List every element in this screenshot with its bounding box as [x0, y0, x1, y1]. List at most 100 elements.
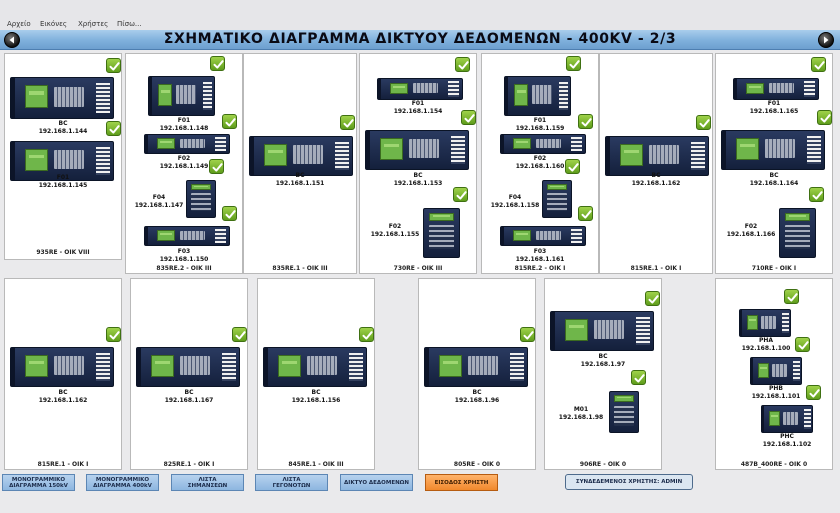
relay-f02-166[interactable]: [779, 208, 816, 258]
relay-bc-162-b[interactable]: [10, 347, 114, 387]
panel-caption: 825RE.1 - ΟΙΚ Ι: [163, 461, 215, 468]
check-icon: [784, 289, 799, 304]
panel-caption: 805RE - ΟΙΚ 0: [453, 461, 501, 468]
relay-bc-144[interactable]: [10, 77, 114, 119]
check-icon: [520, 327, 535, 342]
relay-phc-102[interactable]: [761, 405, 813, 433]
check-icon: [631, 370, 646, 385]
check-icon: [566, 56, 581, 71]
check-icon: [222, 206, 237, 221]
relay-f01-148[interactable]: [148, 76, 215, 116]
check-icon: [340, 115, 355, 130]
menu-item-back[interactable]: Πίσω...: [117, 20, 142, 28]
check-icon: [817, 110, 832, 125]
check-icon: [106, 58, 121, 73]
arrow-right-icon[interactable]: [818, 32, 834, 48]
relay-bc-153[interactable]: [365, 130, 469, 170]
menu-item-images[interactable]: Εικόνες: [40, 20, 68, 28]
panel-caption: 815RE.2 - ΟΙΚ Ι: [514, 265, 566, 272]
data-network-button[interactable]: ΔΙΚΤΥΟ ΔΕΔΟΜΕΝΩΝ: [340, 474, 413, 491]
relay-f03-161[interactable]: [500, 226, 586, 246]
relay-bc-167[interactable]: [136, 347, 240, 387]
panel-caption: 835RE.1 - ΟΙΚ III: [272, 265, 328, 272]
check-icon: [809, 187, 824, 202]
relay-f02-149[interactable]: [144, 134, 230, 154]
menu-item-users[interactable]: Χρήστες: [78, 20, 109, 28]
panel-caption: 906RE - ΟΙΚ 0: [579, 461, 627, 468]
relay-bc-97[interactable]: [550, 311, 654, 351]
panel-caption: 815RE.1 - ΟΙΚ Ι: [37, 461, 89, 468]
relay-bc-156[interactable]: [263, 347, 367, 387]
relay-bc-164[interactable]: [721, 130, 825, 170]
relay-f01-159[interactable]: [504, 76, 571, 116]
title-bar: ΣΧΗΜΑΤΙΚΟ ΔΙΑΓΡΑΜΜΑ ΔΙΚΤΥΟΥ ΔΕΔΟΜΕΝΩΝ - …: [0, 30, 840, 50]
check-icon: [795, 337, 810, 352]
panel-caption: 815RE.1 - ΟΙΚ Ι: [630, 265, 682, 272]
relay-f04-147[interactable]: [186, 180, 216, 218]
relay-bc-96[interactable]: [424, 347, 528, 387]
relay-bc-151[interactable]: [249, 136, 353, 176]
relay-m01-98[interactable]: [609, 391, 639, 433]
menu-item-file[interactable]: Αρχείο: [7, 20, 31, 28]
check-icon: [210, 56, 225, 71]
check-icon: [359, 327, 374, 342]
check-icon: [578, 206, 593, 221]
relay-pha-100[interactable]: [739, 309, 791, 337]
relay-f01-165[interactable]: [733, 78, 819, 100]
relay-bc-162[interactable]: [605, 136, 709, 176]
check-icon: [106, 327, 121, 342]
menu-bar: Αρχείο Εικόνες Χρήστες Πίσω...: [0, 0, 840, 30]
user-login-button[interactable]: ΕΙΣΟΔΟΣ ΧΡΗΣΤΗ: [425, 474, 498, 491]
panel-caption: 710RE - ΟΙΚ Ι: [751, 265, 797, 272]
relay-f02-155[interactable]: [423, 208, 460, 258]
check-icon: [222, 114, 237, 129]
panel-caption: 730RE - ΟΙΚ III: [393, 265, 443, 272]
relay-f01-145[interactable]: [10, 141, 114, 181]
check-icon: [461, 110, 476, 125]
relay-f04-158[interactable]: [542, 180, 572, 218]
check-icon: [232, 327, 247, 342]
arrow-left-icon[interactable]: [4, 32, 20, 48]
check-icon: [565, 159, 580, 174]
relay-f02-160[interactable]: [500, 134, 586, 154]
check-icon: [806, 385, 821, 400]
check-icon: [106, 121, 121, 136]
relay-f03-150[interactable]: [144, 226, 230, 246]
check-icon: [696, 115, 711, 130]
logged-user-status: ΣΥΝΔΕΔΕΜΕΝΟΣ ΧΡΗΣΤΗΣ: ADMIN: [565, 474, 693, 490]
relay-phb-101[interactable]: [750, 357, 802, 385]
panel-caption: 835RE.2 - ΟΙΚ III: [156, 265, 212, 272]
relay-f01-154[interactable]: [377, 78, 463, 100]
